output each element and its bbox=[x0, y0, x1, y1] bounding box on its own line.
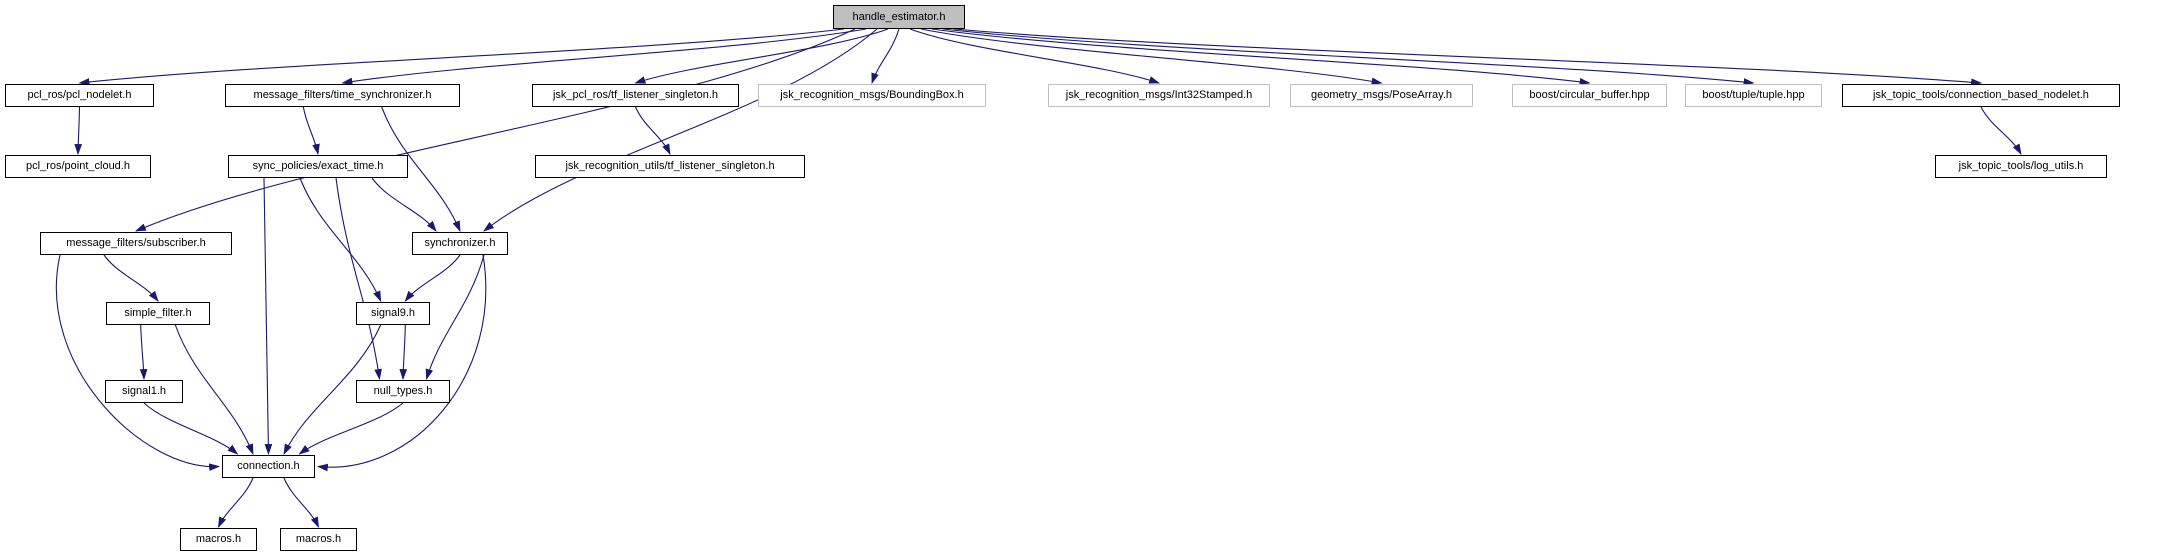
include-edge-connection-to-macros_2 bbox=[283, 477, 319, 528]
graph-node-simple_filter[interactable]: simple_filter.h bbox=[106, 302, 210, 325]
include-edge-connection_based_nodelet-to-log_utils bbox=[1980, 106, 2022, 155]
graph-node-connection_based_nodelet[interactable]: jsk_topic_tools/connection_based_nodelet… bbox=[1842, 84, 2120, 107]
include-edge-handle_estimator-to-tuple bbox=[942, 28, 1755, 86]
include-edge-handle_estimator-to-tf_listener_singleton_pcl bbox=[634, 28, 889, 84]
graph-node-macros_2[interactable]: macros.h bbox=[280, 528, 357, 551]
graph-node-tf_listener_singleton_utils[interactable]: jsk_recognition_utils/tf_listener_single… bbox=[535, 155, 805, 178]
graph-node-tf_listener_singleton_pcl[interactable]: jsk_pcl_ros/tf_listener_singleton.h bbox=[532, 84, 739, 107]
graph-node-synchronizer[interactable]: synchronizer.h bbox=[412, 232, 508, 255]
graph-node-subscriber[interactable]: message_filters/subscriber.h bbox=[40, 232, 232, 255]
include-edge-simple_filter-to-connection bbox=[174, 324, 254, 456]
include-edge-handle_estimator-to-synchronizer bbox=[483, 28, 878, 232]
include-edge-handle_estimator-to-bounding_box bbox=[871, 28, 900, 85]
include-edge-synchronizer-to-null_types bbox=[425, 254, 485, 381]
graph-node-int32_stamped: jsk_recognition_msgs/Int32Stamped.h bbox=[1048, 84, 1270, 107]
include-edge-subscriber-to-connection bbox=[55, 254, 221, 471]
include-edge-exact_time-to-signal9 bbox=[299, 177, 382, 303]
graph-node-time_synchronizer[interactable]: message_filters/time_synchronizer.h bbox=[225, 84, 460, 107]
include-edge-handle_estimator-to-pcl_nodelet bbox=[78, 28, 845, 86]
graph-node-tuple: boost/tuple/tuple.hpp bbox=[1685, 84, 1822, 107]
graph-node-pcl_nodelet[interactable]: pcl_ros/pcl_nodelet.h bbox=[5, 84, 154, 107]
include-edge-time_synchronizer-to-exact_time bbox=[302, 106, 320, 156]
include-edge-handle_estimator-to-int32_stamped bbox=[909, 28, 1161, 84]
include-edge-handle_estimator-to-connection_based_nodelet bbox=[953, 28, 1983, 87]
include-edge-pcl_nodelet-to-point_cloud bbox=[74, 106, 83, 156]
graph-node-log_utils[interactable]: jsk_topic_tools/log_utils.h bbox=[1935, 155, 2107, 178]
graph-node-bounding_box: jsk_recognition_msgs/BoundingBox.h bbox=[758, 84, 986, 107]
graph-node-macros_1[interactable]: macros.h bbox=[180, 528, 257, 551]
graph-node-point_cloud[interactable]: pcl_ros/point_cloud.h bbox=[5, 155, 151, 178]
include-edge-exact_time-to-synchronizer bbox=[371, 177, 437, 232]
graph-node-circular_buffer: boost/circular_buffer.hpp bbox=[1512, 84, 1667, 107]
graph-node-pose_array: geometry_msgs/PoseArray.h bbox=[1290, 84, 1473, 107]
include-edge-synchronizer-to-connection bbox=[316, 254, 487, 472]
include-edge-tf_listener_singleton_pcl-to-tf_listener_singleton_utils bbox=[634, 106, 671, 155]
graph-node-handle_estimator: handle_estimator.h bbox=[833, 5, 965, 29]
include-edge-exact_time-to-connection bbox=[263, 177, 273, 456]
include-edge-handle_estimator-to-subscriber bbox=[134, 28, 856, 232]
include-edge-signal9-to-null_types bbox=[399, 324, 408, 381]
include-edge-connection-to-macros_1 bbox=[218, 477, 254, 528]
include-edge-handle_estimator-to-circular_buffer bbox=[931, 28, 1591, 86]
include-edge-time_synchronizer-to-synchronizer bbox=[381, 106, 461, 233]
include-edge-signal1-to-connection bbox=[143, 402, 239, 455]
include-edge-synchronizer-to-signal9 bbox=[404, 254, 461, 302]
graph-node-connection[interactable]: connection.h bbox=[222, 455, 315, 478]
include-edge-simple_filter-to-signal1 bbox=[139, 324, 148, 381]
graph-node-signal1[interactable]: signal1.h bbox=[105, 380, 183, 403]
graph-node-null_types[interactable]: null_types.h bbox=[356, 380, 450, 403]
include-edge-handle_estimator-to-pose_array bbox=[920, 28, 1383, 86]
include-edge-subscriber-to-simple_filter bbox=[103, 254, 159, 302]
include-edge-handle_estimator-to-time_synchronizer bbox=[341, 28, 867, 86]
graph-node-exact_time[interactable]: sync_policies/exact_time.h bbox=[228, 155, 408, 178]
include-edge-null_types-to-connection bbox=[298, 402, 404, 455]
graph-node-signal9[interactable]: signal9.h bbox=[356, 302, 430, 325]
include-edge-exact_time-to-null_types bbox=[335, 177, 382, 381]
include-edge-signal9-to-connection bbox=[283, 324, 382, 455]
